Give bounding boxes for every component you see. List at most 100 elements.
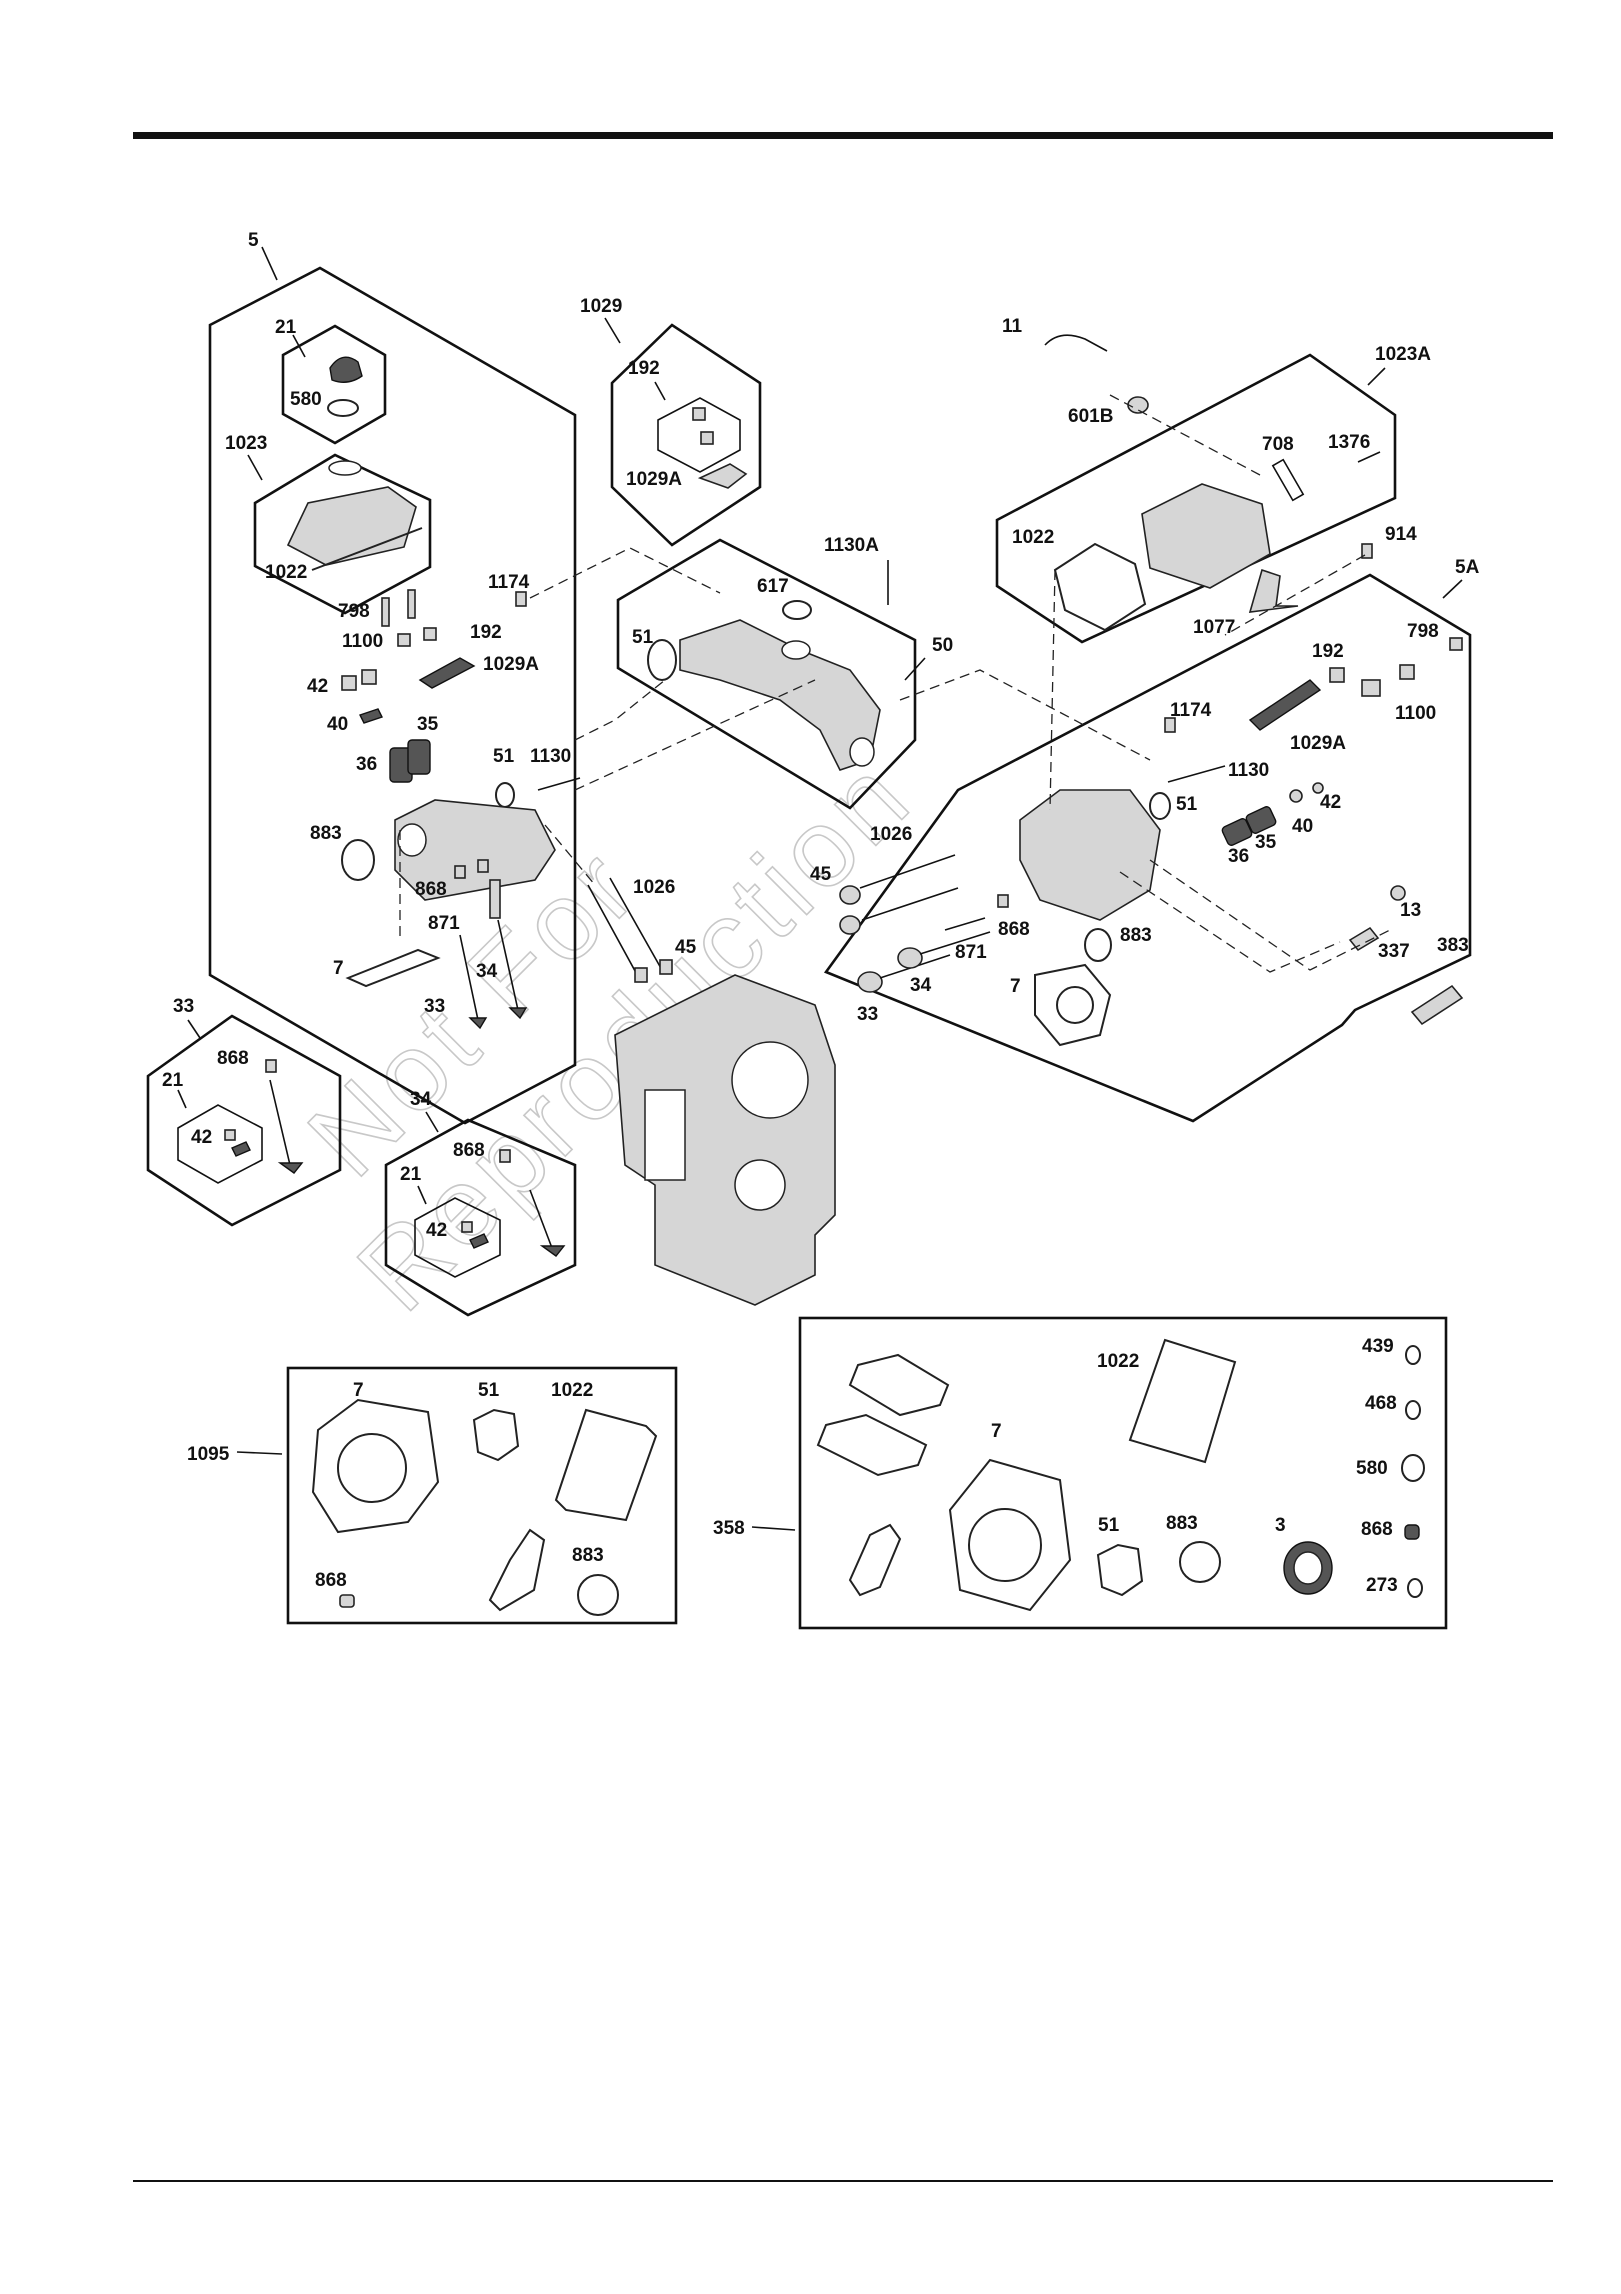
leader-358 — [751, 1526, 796, 1531]
pin-1174-icon — [515, 591, 527, 607]
callout-5A: 5A — [1455, 557, 1480, 578]
kit-33: 33 868 21 42 — [146, 996, 342, 1227]
callout-13: 13 — [1400, 900, 1421, 921]
group-50-intake-manifold: 51 617 1130A 50 — [616, 535, 953, 810]
callout-1077: 1077 — [1193, 617, 1235, 638]
group-5-cylinder-head: 5 21 580 1023 1022 1174 798 1100 192 102… — [208, 230, 581, 1125]
callout-33: 33 — [424, 996, 445, 1017]
pushrods-left: 1026 45 — [587, 877, 697, 983]
pushrod-1026b-icon — [609, 877, 663, 971]
cap-42-kit34-icon — [461, 1221, 473, 1233]
group-1029-rocker-kit: 1029 192 1029A — [580, 296, 762, 547]
callout-798-right: 798 — [1407, 621, 1439, 642]
gasket-883-right-icon — [1084, 928, 1112, 962]
callout-kit-34-868: 868 — [453, 1140, 485, 1161]
callout-580: 580 — [290, 389, 322, 410]
valve-34-head-icon — [539, 1245, 566, 1257]
leader-5 — [261, 246, 278, 281]
callout-1130A: 1130A — [824, 535, 879, 556]
gasket-kit-1095: 1095 7 51 1022 868 883 — [187, 1366, 678, 1625]
kit-34-21-frame — [414, 1197, 501, 1278]
callout-358-580: 580 — [1356, 1458, 1388, 1479]
head-gasket-7-kit-icon — [311, 1398, 440, 1534]
leader-1029 — [604, 317, 621, 344]
keeper-40-icon — [359, 708, 383, 724]
valve-cover-1023A-icon — [1141, 483, 1271, 589]
callout-7: 7 — [333, 958, 344, 979]
spark-plug-wire-383-icon — [1410, 984, 1464, 1026]
cylinder-head-5A-icon — [1019, 789, 1161, 921]
cap-42-kit33-icon — [224, 1129, 236, 1141]
kit-21-frame — [281, 324, 387, 445]
callout-601B: 601B — [1068, 406, 1113, 427]
callout-45: 45 — [675, 937, 697, 958]
kit-34-frame — [384, 1118, 577, 1317]
manifold-gasket-icon — [848, 1353, 950, 1417]
leader-1023 — [247, 454, 263, 481]
kit-1029-frame — [610, 323, 762, 547]
o-ring-273-icon — [1407, 1578, 1423, 1598]
gasket-51-kit2-icon — [1096, 1543, 1144, 1597]
callout-358-883: 883 — [1166, 1513, 1198, 1534]
callout-617: 617 — [757, 576, 789, 597]
seal-868-kit-icon — [339, 1594, 355, 1608]
o-ring-617-icon — [782, 600, 812, 620]
crankcase — [614, 974, 836, 1306]
callout-358-51: 51 — [1098, 1515, 1120, 1536]
callout-1100-right: 1100 — [1395, 703, 1436, 724]
callout-42-right: 42 — [1320, 792, 1341, 813]
seal-868-kit2-icon — [1404, 1524, 1420, 1540]
callout-42: 42 — [307, 676, 328, 697]
head-gasket-7-kit-bore — [337, 1433, 407, 1503]
callout-798: 798 — [338, 601, 370, 622]
callout-358-1022: 1022 — [1097, 1351, 1139, 1372]
callout-1095-7: 7 — [353, 1380, 364, 1401]
leader-21 — [292, 334, 306, 358]
callout-883: 883 — [310, 823, 342, 844]
leader-kit-34 — [425, 1111, 439, 1133]
gasket-51-kit2-b-icon — [848, 1523, 902, 1597]
o-ring-439-icon — [1405, 1345, 1421, 1365]
oil-seal-3-bore — [1293, 1551, 1323, 1585]
callout-1029A-right: 1029A — [1290, 733, 1346, 754]
callout-1095-1022: 1022 — [551, 1380, 593, 1401]
lifter-45-right-icon — [839, 885, 861, 905]
callout-337: 337 — [1378, 941, 1410, 962]
crank-bore — [734, 1159, 786, 1211]
seal-868b-icon — [477, 859, 489, 873]
group-5-frame — [208, 266, 577, 1125]
manifold-gasket-b-icon — [816, 1413, 928, 1477]
callout-1100: 1100 — [342, 631, 383, 652]
callout-1174-right: 1174 — [1170, 700, 1212, 721]
callout-35: 35 — [417, 714, 439, 735]
leader-kit-33-21 — [177, 1089, 187, 1109]
callout-51: 51 — [493, 746, 515, 767]
group-1023A-valve-cover: 11 601B 1023A 708 1376 1022 1077 914 — [995, 316, 1431, 644]
head-gasket-7-kit2-icon — [948, 1458, 1072, 1612]
callout-36-right: 36 — [1228, 846, 1249, 867]
callout-40-right: 40 — [1292, 816, 1313, 837]
callout-51-manifold: 51 — [632, 627, 654, 648]
kit-33-21-frame — [177, 1104, 263, 1184]
rocker-arm-1029A-icon — [697, 463, 748, 489]
callout-11: 11 — [1002, 316, 1023, 337]
callout-1130-right: 1130 — [1228, 760, 1269, 781]
callout-1026: 1026 — [633, 877, 675, 898]
callout-358: 358 — [713, 1518, 745, 1539]
callout-kit-33: 33 — [173, 996, 194, 1017]
kit-33-frame — [146, 1014, 342, 1227]
callout-40: 40 — [327, 714, 348, 735]
cover-gasket-1022-right-icon — [1053, 542, 1147, 632]
cover-gasket-1022-kit2-icon — [1128, 1338, 1237, 1464]
callout-1095: 1095 — [187, 1444, 230, 1465]
breather-hose-11-icon — [1044, 334, 1108, 352]
gasket-kit-358: 358 1022 7 51 883 3 439 468 580 868 273 — [713, 1316, 1448, 1630]
guide-871-right-icon — [944, 917, 986, 931]
callout-1026-right: 1026 — [870, 824, 912, 845]
valve-cover-icon — [286, 486, 417, 566]
callout-kit-33-868: 868 — [217, 1048, 249, 1069]
cover-gasket-1022-kit-icon — [554, 1408, 658, 1522]
callout-883-right: 883 — [1120, 925, 1152, 946]
keeper-kit34-icon — [469, 1233, 489, 1249]
